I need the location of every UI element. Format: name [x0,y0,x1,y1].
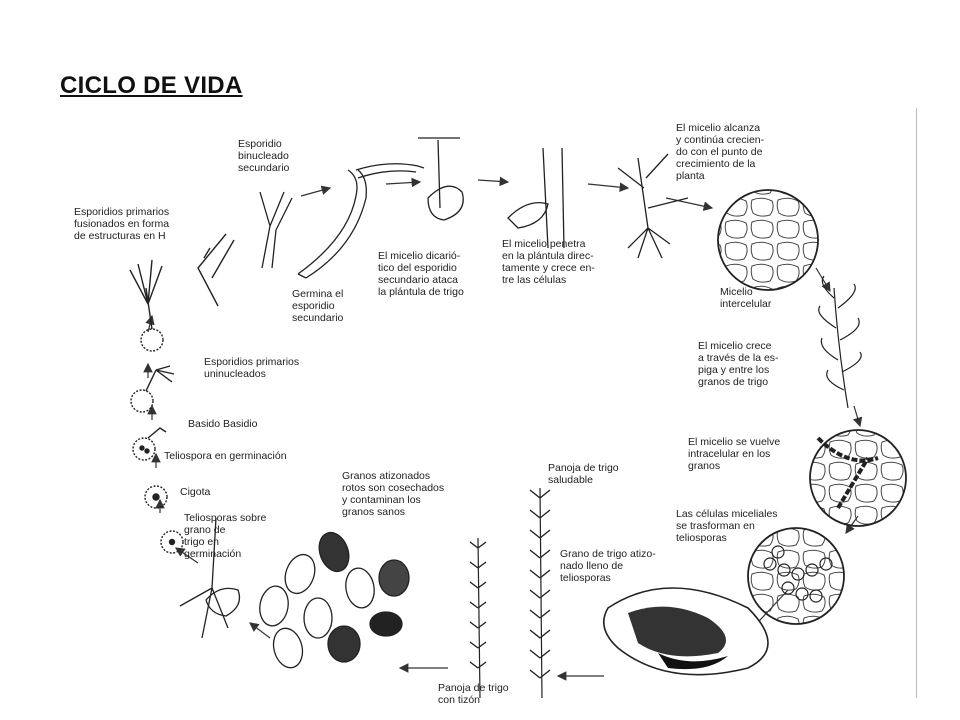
cell-magnifications [717,189,907,625]
smutted-grain-drawing [602,587,769,676]
label-germina-esporidio: Germina el esporidio secundario [292,288,344,324]
life-cycle-diagram: Esporidios primarios fusionados en forma… [48,108,918,720]
label-micelio-intercelular: Micelio intercelular [720,286,772,310]
label-panoja-tizon: Panoja de trigo con tizón [438,682,509,706]
label-granos-cosechados: Granos atizonados rotos son cosechados y… [342,470,445,518]
label-basido-basidio: Basido Basidio [188,418,258,430]
label-esporidio-binucleado: Esporidio binucleado secundario [238,138,290,174]
harvested-grains [259,531,410,669]
label-micelio-alcanza: El micelio alcanza y continúa crecien- d… [676,122,765,182]
life-cycle-illustration [129,137,907,699]
label-micelio-penetra: El micelio penetra en la plántula direc-… [502,238,595,286]
page-title: CICLO DE VIDA [60,72,243,99]
figure-right-edge [916,108,917,698]
seedling-drawings [418,137,689,259]
label-esporidios-uninucleados: Esporidios primarios uninucleados [204,356,300,380]
label-panoja-saludable: Panoja de trigo saludable [548,462,619,486]
spore-column [129,233,235,554]
label-teliosporas-sobre-grano: Teliosporas sobre grano de trigo en germ… [184,512,267,560]
label-celulas-miceliales: Las células miceliales se trasforman en … [676,508,778,544]
label-grano-atizonado: Grano de trigo atizo- nado lleno de teli… [560,548,656,584]
label-micelio-crece: El micelio crece a través de la es- piga… [698,340,779,388]
label-micelio-intracelular: El micelio se vuelve intracelular en los… [688,436,781,472]
wheat-panicles [469,487,551,699]
germinating-grain [179,517,241,639]
cycle-arrows [143,176,863,681]
label-cigota: Cigota [180,486,211,498]
sporidia-drawings [259,163,425,279]
label-teliospora-germinacion: Teliospora en germinación [164,450,287,462]
infected-spike [818,275,862,409]
label-micelio-dicariotico: El micelio dicarió- tico del esporidio s… [378,250,464,298]
label-esporidios-fusionados: Esporidios primarios fusionados en forma… [74,206,170,242]
